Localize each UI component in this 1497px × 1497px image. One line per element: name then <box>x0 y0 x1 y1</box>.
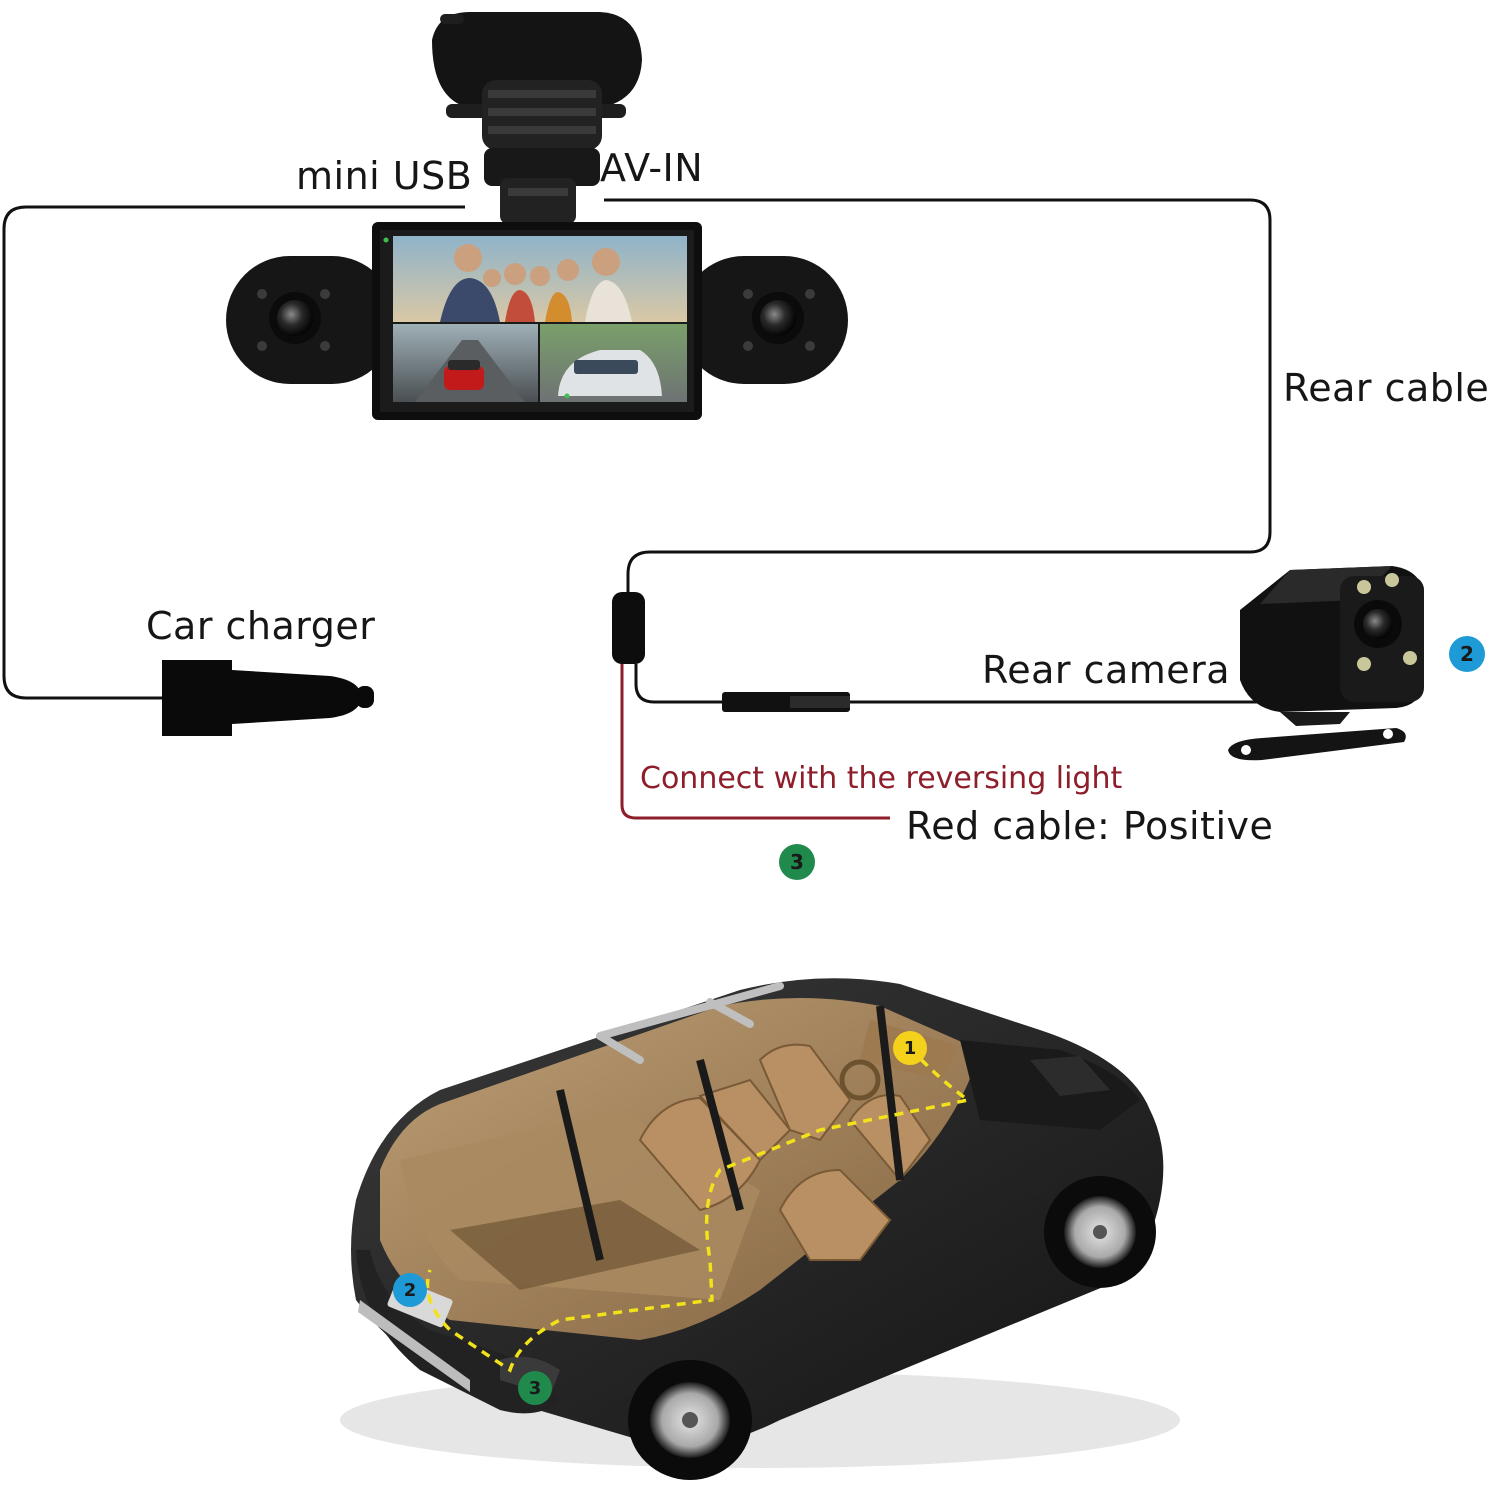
rear-camera-cable <box>634 664 724 704</box>
red-positive-cable <box>620 664 890 820</box>
rear-cable <box>604 198 1272 595</box>
marker-3-car-circle <box>518 1371 552 1405</box>
marker-2-circle <box>1449 636 1485 672</box>
cable-route <box>425 1046 973 1373</box>
marker-2-car-number: 2 <box>403 1279 417 1301</box>
rear-camera <box>1228 566 1424 761</box>
marker-2-number: 2 <box>1460 642 1474 666</box>
car-charger <box>162 660 374 736</box>
marker-3-circle <box>779 844 815 880</box>
marker-3-car-number: 3 <box>528 1377 542 1399</box>
marker-3-number: 3 <box>790 850 804 874</box>
dash-cam <box>226 12 848 420</box>
red-cable-label: Red cable: Positive <box>906 804 1274 848</box>
reversing-light-label: Connect with the reversing light <box>640 761 1123 796</box>
marker-1-number: 1 <box>903 1037 917 1059</box>
mini-usb-label: mini USB <box>296 154 473 198</box>
rear-wheel <box>628 1360 752 1480</box>
suv-illustration <box>340 978 1180 1480</box>
car-charger-label: Car charger <box>146 604 376 648</box>
av-in-label: AV-IN <box>600 146 704 190</box>
cable-junction <box>612 592 645 664</box>
marker-1-circle <box>893 1031 927 1065</box>
rear-camera-label: Rear camera <box>982 648 1231 692</box>
marker-2-car-circle <box>393 1273 427 1307</box>
front-wheel <box>1044 1176 1156 1288</box>
usb-power-cable <box>2 205 465 700</box>
cables <box>2 198 1272 704</box>
rear-cable-label: Rear cable <box>1283 366 1490 410</box>
